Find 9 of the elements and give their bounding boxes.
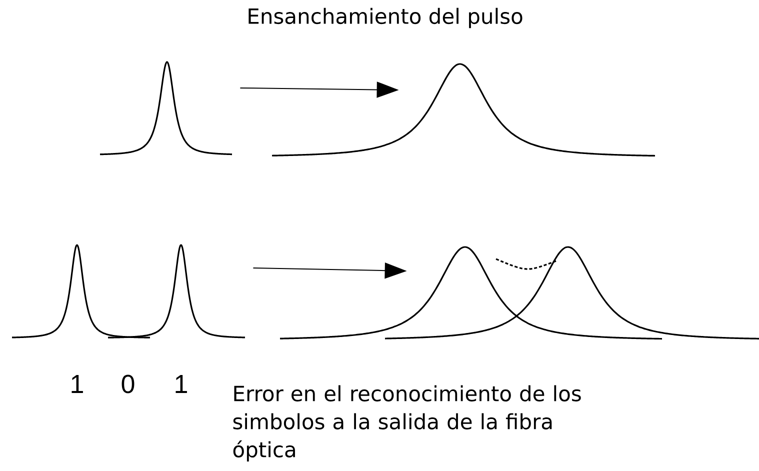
bit-label: 0 [122, 374, 134, 394]
title: Ensanchamiento del pulso [248, 8, 522, 28]
bit-label: 1 [176, 375, 187, 393]
pulse-drawing [100, 61, 232, 156]
bit-label: 1 [72, 375, 83, 393]
pulse-train-drawing [12, 244, 246, 338]
broadened-pulse-drawing [272, 63, 656, 157]
note: Error en el reconocimiento de los simbolos a la salida de la fibra óptica [233, 385, 581, 462]
overlapping-pulses-drawing [280, 246, 759, 340]
